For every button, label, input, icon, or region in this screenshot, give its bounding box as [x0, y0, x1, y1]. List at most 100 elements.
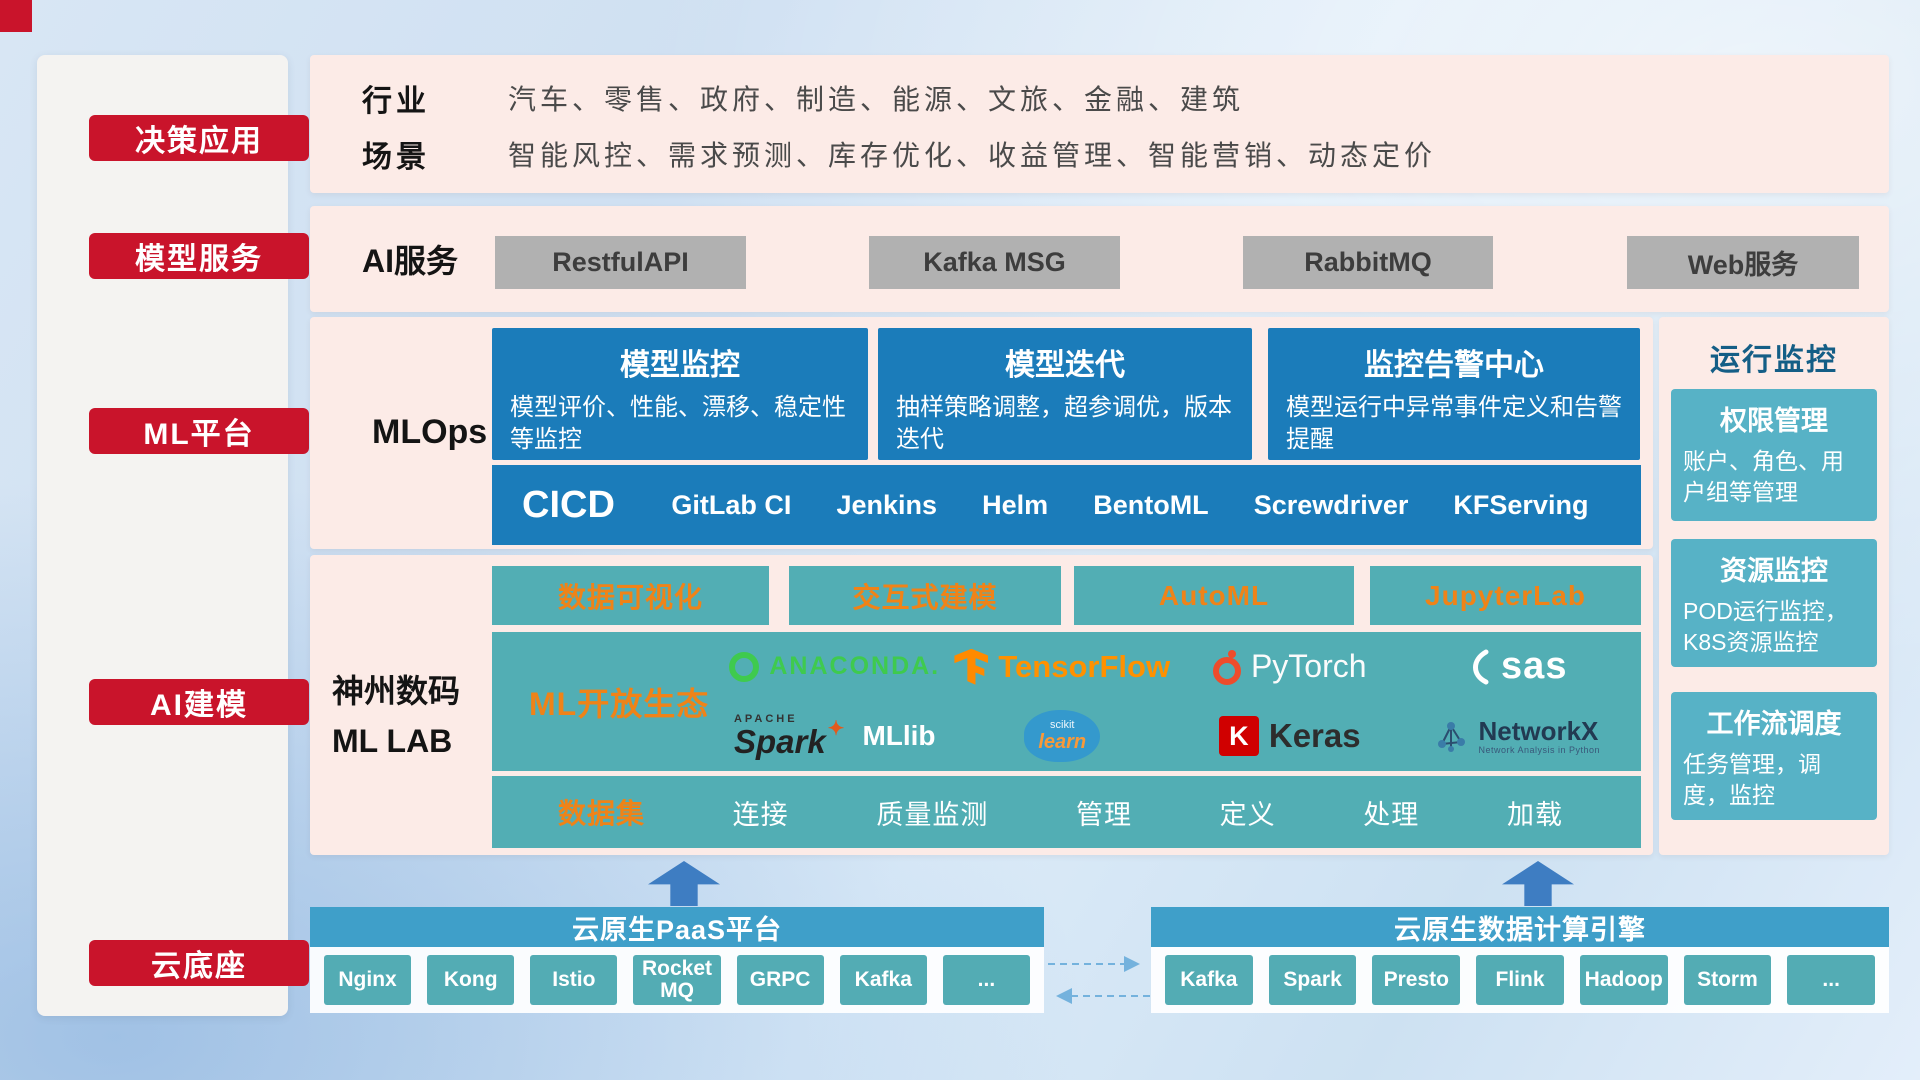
spark-mllib-logo: APACHE Spark✦ MLlib — [721, 702, 949, 772]
corner-accent — [0, 0, 32, 32]
sidebar-item-ml-platform: ML平台 — [89, 408, 309, 454]
card-title: 模型迭代 — [1005, 349, 1125, 382]
sas-wordmark: sas — [1501, 645, 1568, 688]
sidebar-item-decision-apps: 决策应用 — [89, 115, 309, 161]
sidebar-item-model-service: 模型服务 — [89, 233, 309, 279]
card-title: 监控告警中心 — [1364, 349, 1544, 382]
dataset-label: 数据集 — [558, 798, 646, 829]
cicd-label: CICD — [522, 483, 615, 526]
alert-center-card: 监控告警中心 模型运行中异常事件定义和告警提醒 — [1268, 328, 1640, 460]
dataset-item-process: 处理 — [1363, 799, 1420, 830]
model-iteration-card: 模型迭代 抽样策略调整，超参调优，版本迭代 — [878, 328, 1252, 460]
sas-swoosh-icon — [1473, 649, 1489, 685]
tensorflow-logo: TensorFlow — [949, 632, 1177, 702]
up-arrow-left — [648, 861, 720, 906]
hadoop-button: Hadoop — [1579, 955, 1668, 1005]
kafka-button: Kafka — [839, 955, 927, 1005]
ml-ecosystem-label: ML开放生态 — [529, 685, 710, 722]
scikit-learn-logo: scikit learn — [949, 702, 1177, 772]
flink-button: Flink — [1476, 955, 1564, 1005]
card-desc: 模型评价、性能、漂移、稳定性等监控 — [510, 394, 846, 454]
mlops-panel: MLOps 模型监控 模型评价、性能、漂移、稳定性等监控 模型迭代 抽样策略调整… — [310, 317, 1653, 549]
card-title: 模型监控 — [620, 349, 740, 382]
ai-service-label: AI服务 — [362, 243, 459, 279]
dataset-item-connect: 连接 — [732, 799, 789, 830]
cicd-tools: GitLab CI Jenkins Helm BentoML Screwdriv… — [649, 490, 1611, 521]
dataset-bar: 数据集 连接 质量监测 管理 定义 处理 加载 — [492, 776, 1641, 848]
card-title: 工作流调度 — [1706, 709, 1842, 739]
tensorflow-wordmark: TensorFlow — [998, 648, 1171, 684]
ecosystem-logo-grid: ANACONDA. TensorFlow PyTorch sas APACH — [721, 632, 1631, 771]
sas-logo: sas — [1404, 632, 1632, 702]
networkx-subtitle: Network Analysis in Python — [1478, 744, 1601, 755]
anaconda-icon — [729, 651, 760, 682]
more-button: ... — [942, 955, 1030, 1005]
card-desc: 任务管理，调度，监控 — [1683, 751, 1821, 809]
spark-star-icon: ✦ — [827, 718, 845, 741]
nginx-button: Nginx — [324, 955, 412, 1005]
apache-label: APACHE — [733, 713, 798, 726]
keras-wordmark: Keras — [1268, 717, 1361, 755]
dataset-item-quality: 质量监测 — [876, 799, 989, 830]
ml-lab-label-line2: ML LAB — [332, 722, 453, 759]
keras-logo: K Keras — [1176, 702, 1404, 772]
kafka-engine-button: Kafka — [1165, 955, 1253, 1005]
kfserving-label: KFServing — [1453, 489, 1589, 520]
industry-label: 行业 — [362, 85, 430, 118]
spark-wordmark: APACHE Spark✦ — [733, 713, 845, 761]
learn-label: learn — [1038, 730, 1087, 753]
sidebar-item-cloud-base: 云底座 — [89, 940, 309, 986]
left-category-panel: 决策应用 模型服务 ML平台 AI建模 云底座 — [37, 55, 309, 1016]
industry-scene-panel: 行业 汽车、零售、政府、制造、能源、文旅、金融、建筑 场景 智能风控、需求预测、… — [310, 55, 1889, 193]
mlops-label: MLOps — [372, 413, 488, 451]
dataset-item-load: 加载 — [1506, 799, 1563, 830]
card-title: 权限管理 — [1720, 406, 1828, 436]
networkx-logo: NetworkX Network Analysis in Python — [1404, 702, 1632, 772]
kong-button: Kong — [427, 955, 515, 1005]
up-arrow-right — [1502, 861, 1574, 906]
tensorflow-icon — [954, 648, 989, 685]
screwdriver-label: Screwdriver — [1253, 489, 1409, 520]
kafka-msg-button: Kafka MSG — [869, 236, 1120, 289]
scene-row: 场景 智能风控、需求预测、库存优化、收益管理、智能营销、动态定价 — [362, 131, 1436, 177]
bentoml-label: BentoML — [1093, 489, 1209, 520]
gitlab-ci-label: GitLab CI — [671, 489, 792, 520]
storm-button: Storm — [1683, 955, 1772, 1005]
dataset-item-define: 定义 — [1219, 799, 1276, 830]
ml-lab-label: 神州数码 ML LAB — [332, 667, 482, 766]
scikit-learn-icon: scikit learn — [1024, 710, 1101, 763]
rabbitmq-button: RabbitMQ — [1243, 236, 1493, 289]
networkx-wordmark: NetworkX — [1478, 716, 1599, 746]
networkx-icon — [1438, 722, 1466, 753]
jenkins-label: Jenkins — [836, 489, 938, 520]
pytorch-icon — [1212, 649, 1241, 685]
card-desc: 账户、角色、用户组等管理 — [1683, 448, 1844, 506]
rocketmq-button: RocketMQ — [633, 955, 721, 1005]
spark-label: Spark — [733, 723, 826, 761]
model-monitoring-card: 模型监控 模型评价、性能、漂移、稳定性等监控 — [492, 328, 868, 460]
scikit-label: scikit — [1050, 718, 1075, 731]
data-visualization-button: 数据可视化 — [492, 566, 769, 625]
run-monitoring-panel: 运行监控 权限管理 账户、角色、用户组等管理 资源监控 POD运行监控，K8S资… — [1659, 317, 1889, 855]
permission-management-card: 权限管理 账户、角色、用户组等管理 — [1671, 389, 1877, 521]
mllib-label: MLlib — [862, 720, 936, 752]
data-engine-tech-strip: Kafka Spark Presto Flink Hadoop Storm ..… — [1151, 947, 1889, 1013]
restfulapi-button: RestfulAPI — [495, 236, 746, 289]
sidebar-item-ai-modeling: AI建模 — [89, 679, 309, 725]
keras-icon: K — [1218, 716, 1259, 757]
automl-button: AutoML — [1074, 566, 1354, 625]
paas-tech-strip: Nginx Kong Istio RocketMQ GRPC Kafka ... — [310, 947, 1044, 1013]
pytorch-logo: PyTorch — [1176, 632, 1404, 702]
card-desc: 模型运行中异常事件定义和告警提醒 — [1286, 394, 1622, 454]
jupyterlab-button: JupyterLab — [1370, 566, 1641, 625]
grpc-button: GRPC — [736, 955, 824, 1005]
card-desc: POD运行监控，K8S资源监控 — [1683, 598, 1848, 656]
presto-button: Presto — [1372, 955, 1461, 1005]
paas-platform-header: 云原生PaaS平台 — [310, 907, 1044, 947]
ml-lab-panel: 神州数码 ML LAB 数据可视化 交互式建模 AutoML JupyterLa… — [310, 555, 1653, 855]
run-monitoring-title: 运行监控 — [1710, 344, 1838, 377]
cicd-bar: CICD GitLab CI Jenkins Helm BentoML Scre… — [492, 465, 1641, 545]
anaconda-logo: ANACONDA. — [721, 632, 949, 702]
workflow-scheduling-card: 工作流调度 任务管理，调度，监控 — [1671, 692, 1877, 820]
